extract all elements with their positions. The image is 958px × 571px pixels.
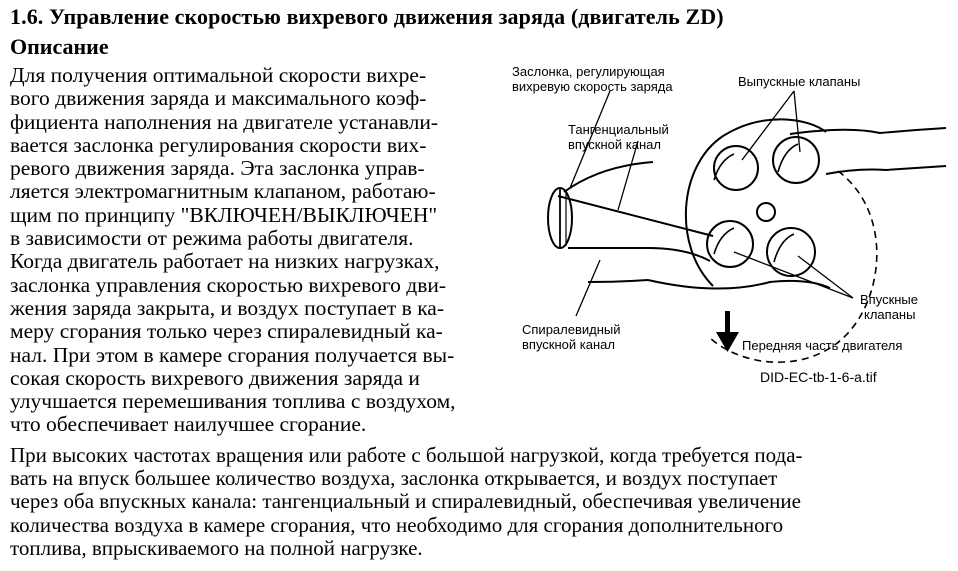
swirl-control-diagram: Заслонка, регулирующая вихревую скорость… <box>508 56 948 396</box>
text-line: Для получения оптимальной скорости вихре… <box>10 63 427 87</box>
text-line: через оба впускных канала: тангенциальны… <box>10 489 801 514</box>
section-title: 1.6. Управление скоростью вихревого движ… <box>10 4 724 29</box>
text-line: ляется электромагнитным клапаном, работа… <box>10 179 436 204</box>
body-column-text: Для получения оптимальной скорости вихре… <box>10 63 502 437</box>
text-line: вать на впуск большее количество воздуха… <box>10 466 778 491</box>
text-line: фициента наполнения на двигателе устанав… <box>10 109 439 134</box>
text-line: сокая скорость вихревого движения заряда… <box>10 365 420 390</box>
text-line: меру сгорания только через спиралевидный… <box>10 319 443 344</box>
label-tangential-port: Тангенциальный впускной канал <box>568 122 669 152</box>
text-line: вается заслонка регулирования скорости в… <box>10 132 427 157</box>
label-spiral-port: Спиралевидный впускной канал <box>522 322 621 352</box>
body-full-text: При высоких частотах вращения или работе… <box>10 443 952 560</box>
front-arrow-icon <box>716 311 739 352</box>
text-line: При высоких частотах вращения или работе… <box>10 443 803 467</box>
label-exhaust-valves: Выпускные клапаны <box>738 74 861 89</box>
label-swirl-valve: Заслонка, регулирующая вихревую скорость… <box>512 64 673 94</box>
text-line: что обеспечивает наилучшее сгорание. <box>10 412 367 437</box>
diagram-drawing <box>547 90 947 363</box>
text-line: нал. При этом в камере сгорания получает… <box>10 342 455 367</box>
text-line: жения заряда закрыта, и воздух поступает… <box>10 295 445 320</box>
text-line: улучшается перемешивания топлива с возду… <box>10 389 456 414</box>
section-subtitle: Описание <box>10 34 109 59</box>
label-engine-front: Передняя часть двигателя <box>742 338 903 353</box>
text-line: количества воздуха в камере сгорания, чт… <box>10 512 784 537</box>
text-line: в зависимости от режима работы двигателя… <box>10 226 414 251</box>
text-line: щим по принципу "ВКЛЮЧЕН/ВЫКЛЮЧЕН" <box>10 202 438 227</box>
figure-file-name: DID-EC-tb-1-6-a.tif <box>760 369 877 385</box>
text-line: вого движения заряда и максимального коэ… <box>10 86 427 111</box>
text-line: Когда двигатель работает на низких нагру… <box>10 249 440 274</box>
text-line: топлива, впрыскиваемого на полной нагруз… <box>10 535 423 560</box>
text-line: ревого движения заряда. Эта заслонка упр… <box>10 156 425 181</box>
text-line: заслонка управления скоростью вихревого … <box>10 272 447 297</box>
label-intake-valves: Впускные клапаны <box>860 292 919 322</box>
